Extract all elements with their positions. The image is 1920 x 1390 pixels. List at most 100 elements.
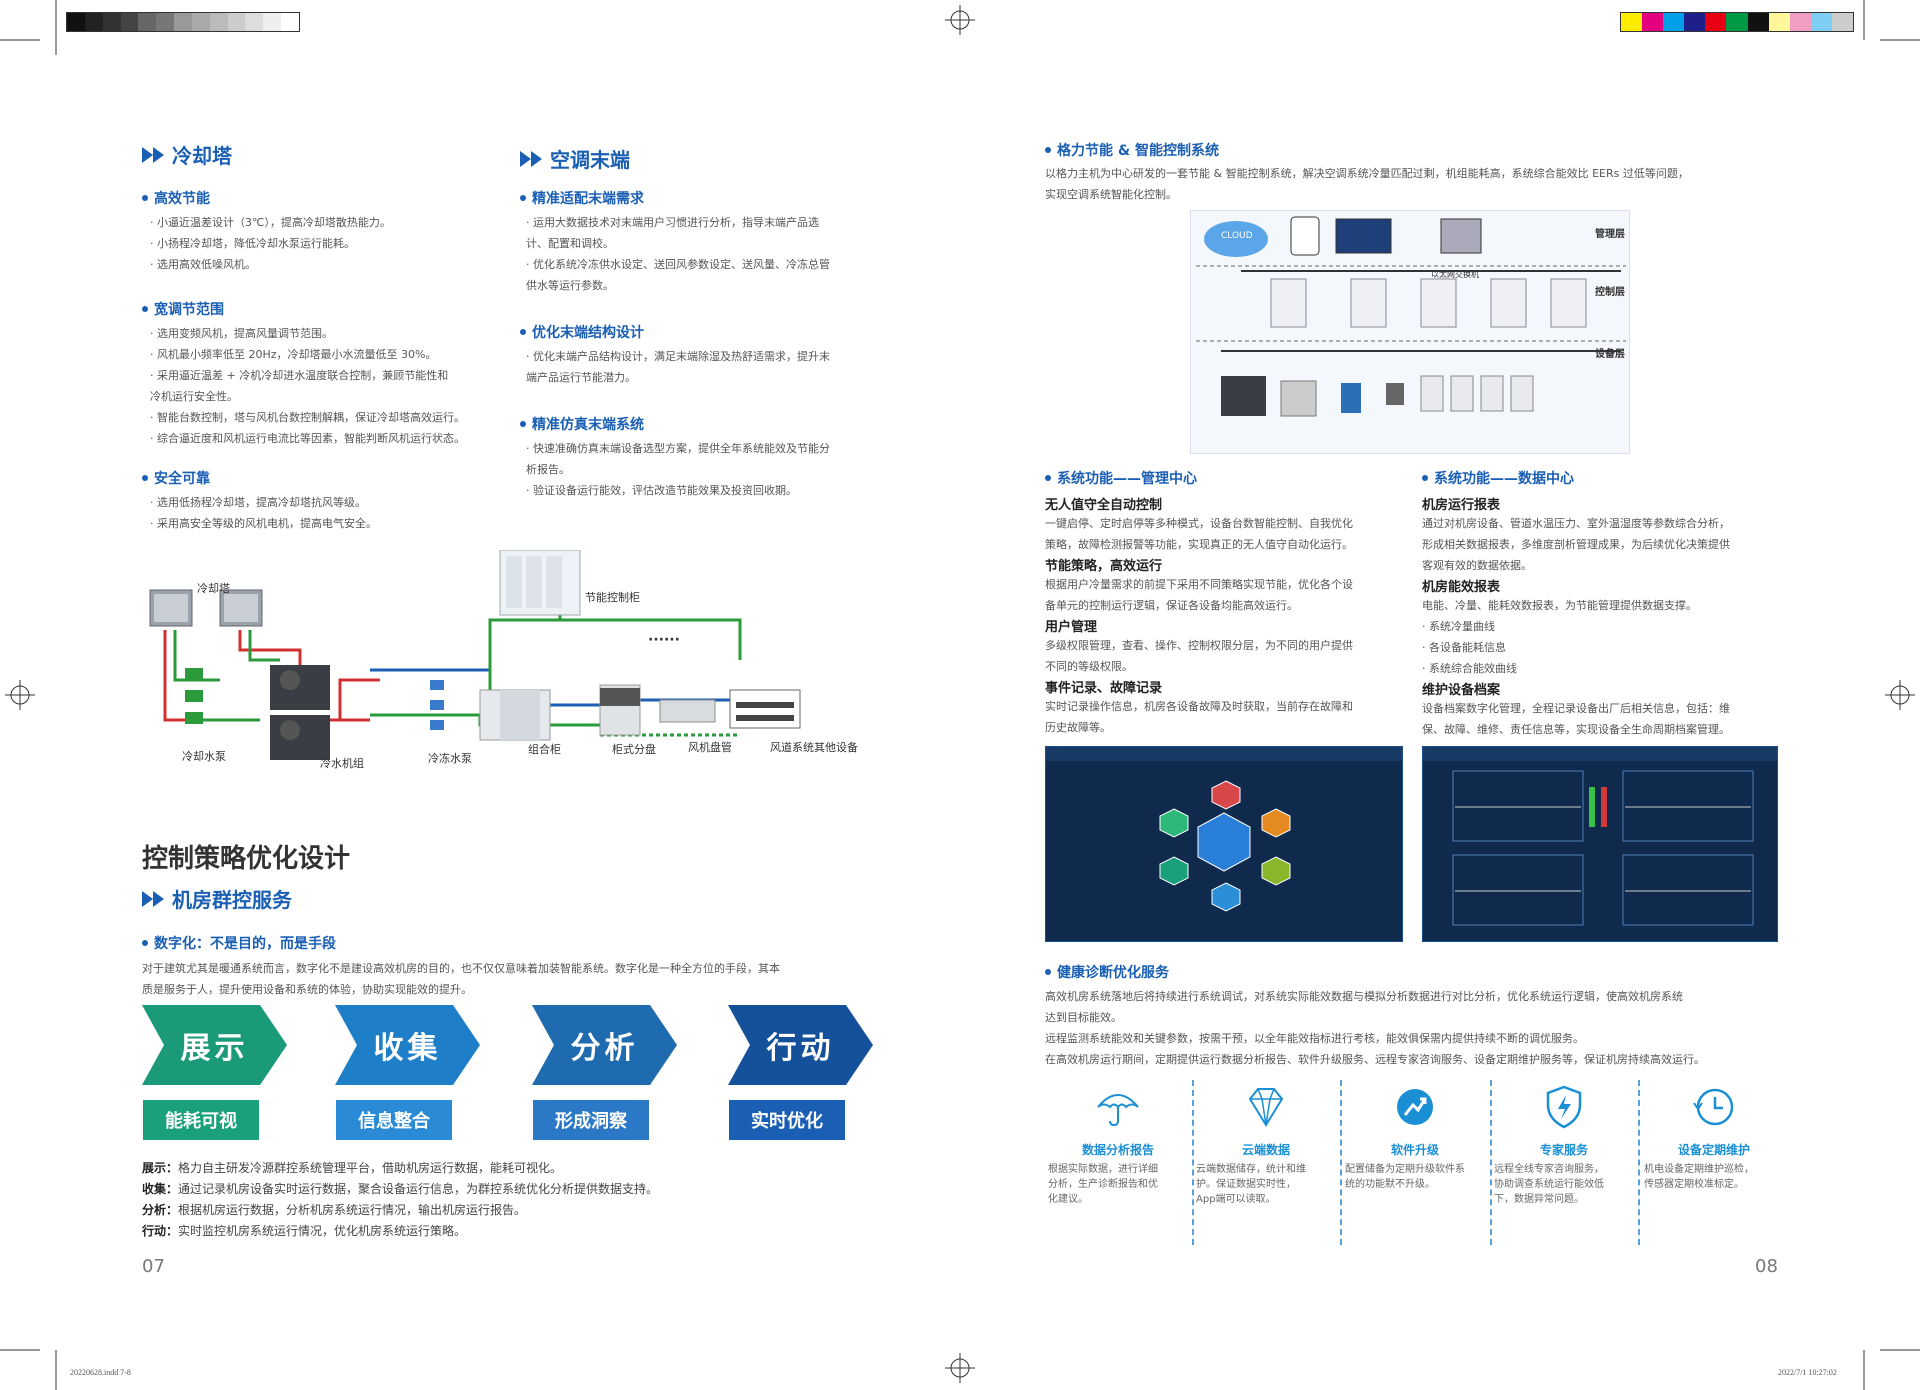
mgmt-item-title: 事件记录、故障记录 xyxy=(1045,681,1163,696)
page-number-right: 08 xyxy=(1755,1256,1778,1277)
subheading-safety: 安全可靠 xyxy=(142,468,210,488)
subheading-structure: 优化末端结构设计 xyxy=(520,322,644,342)
divider xyxy=(1638,1080,1640,1245)
mgmt-item-title: 无人值守全自动控制 xyxy=(1045,498,1163,513)
tag-insight: 形成洞察 xyxy=(533,1100,649,1140)
data-item-title: 机房运行报表 xyxy=(1422,498,1501,513)
mgmt-item-text: 实时记录操作信息，机房各设备故障及时获取，当前存在故障和历史故障等。 xyxy=(1045,700,1353,734)
label-tower: 冷却塔 xyxy=(197,582,230,595)
subheading-efficiency: 高效节能 xyxy=(142,188,210,208)
flow-step-analyze: 分析 xyxy=(532,1005,677,1085)
list-precise: · 运用大数据技术对末端用户习惯进行分析，指导末端产品选计、配置和调校。· 优化… xyxy=(526,216,830,292)
page-number-left: 07 xyxy=(142,1256,165,1277)
data-item-title: 机房能效报表 xyxy=(1422,580,1501,595)
label-chw-pump: 冷冻水泵 xyxy=(428,752,472,765)
tag-realtime: 实时优化 xyxy=(729,1100,845,1140)
upgrade-icon xyxy=(1397,1089,1433,1125)
def-collect: 收集：通过记录机房设备实时运行数据，聚合设备运行信息，为群控系统优化分析提供数据… xyxy=(142,1182,659,1196)
data-item-title: 维护设备档案 xyxy=(1422,683,1501,698)
label-chiller: 冷水机组 xyxy=(320,757,364,770)
cloud-label: CLOUD xyxy=(1221,231,1253,241)
chiller-units xyxy=(270,665,330,760)
tag-energy-visible: 能耗可视 xyxy=(143,1100,259,1140)
layer-mgmt: 管理层 xyxy=(1595,229,1625,240)
label-ahu: 组合柜 xyxy=(528,743,561,756)
bus-label: 以太网交换机 xyxy=(1431,270,1479,279)
mgmt-item-text: 多级权限管理，查看、操作、控制权限分层，为不同的用户提供不同的等级权限。 xyxy=(1045,639,1353,673)
layer-control: 控制层 xyxy=(1595,287,1625,298)
double-arrow-icon xyxy=(142,146,164,163)
service-data-report: 数据分析报告 根据实际数据，进行详细分析，生产诊断报告和优化建议。 xyxy=(1048,1085,1188,1207)
strategy-title: 控制策略优化设计 xyxy=(142,844,351,874)
label-cabinet: 节能控制柜 xyxy=(585,591,640,604)
mgmt-item-title: 用户管理 xyxy=(1045,620,1098,635)
data-center-screenshot xyxy=(1422,746,1778,942)
subheading-range: 宽调节范围 xyxy=(142,299,224,319)
mgmt-center-screenshot xyxy=(1045,746,1403,942)
pump-units xyxy=(185,668,444,730)
color-bar-cmyk xyxy=(1620,12,1854,32)
double-arrow-icon xyxy=(142,890,164,907)
service-software-upgrade: 软件升级 配置储备为定期升级软件系统的功能默不升级。 xyxy=(1345,1085,1485,1192)
umbrella-icon xyxy=(1097,1094,1139,1127)
shield-icon xyxy=(1546,1085,1582,1129)
health-heading: 健康诊断优化服务 xyxy=(1045,962,1169,982)
list-simulation: · 快速准确仿真末端设备选型方案，提供全年系统能效及节能分析报告。· 验证设备运… xyxy=(526,442,830,497)
label-split: 柜式分盘 xyxy=(612,743,656,756)
color-bar-gray xyxy=(66,12,300,32)
tag-info-integration: 信息整合 xyxy=(336,1100,452,1140)
double-arrow-icon xyxy=(520,150,542,167)
footer-date: 2022/7/1 10:27:02 xyxy=(1778,1368,1837,1377)
data-item-text: 电能、冷量、能耗效数报表，为节能管理提供数据支撑。· 系统冷量曲线· 各设备能耗… xyxy=(1422,599,1697,675)
flow-step-display: 展示 xyxy=(142,1005,287,1085)
diamond-icon xyxy=(1248,1088,1284,1127)
footer-file: 20220628.indd 7-8 xyxy=(70,1368,131,1377)
mgmt-item-text: 根据用户冷量需求的前提下采用不同策略实现节能，优化各个设备单元的控制运行逻辑，保… xyxy=(1045,578,1353,612)
label-cool-pump: 冷却水泵 xyxy=(182,750,226,763)
architecture-diagram: CLOUD 以太网交换机 管理层 控制层 设备层 xyxy=(1190,210,1630,454)
divider xyxy=(1490,1080,1492,1245)
label-dots: ······ xyxy=(648,632,680,648)
layer-device: 设备层 xyxy=(1595,349,1625,360)
list-efficiency: · 小逼近温差设计（3℃），提高冷却塔散热能力。· 小扬程冷却塔，降低冷却水泵运… xyxy=(150,216,391,271)
gree-system-heading: 格力节能 & 智能控制系统 xyxy=(1045,140,1219,160)
control-cabinet xyxy=(499,550,581,616)
def-display: 展示：格力自主研发冷源群控系统管理平台，借助机房运行数据，能耗可视化。 xyxy=(142,1161,563,1175)
label-fcu: 风机盘管 xyxy=(688,741,732,754)
ac-terminal-heading: 空调末端 xyxy=(520,144,630,173)
digital-text: 对于建筑尤其是暖通系统而言，数字化不是建设高效机房的目的，也不仅仅意味着加装智能… xyxy=(142,962,780,996)
mgmt-center-heading: 系统功能——管理中心 xyxy=(1045,468,1197,488)
mgmt-center-content: 无人值守全自动控制 一键启停、定时启停等多种模式，设备台数智能控制、自我优化策略… xyxy=(1045,494,1405,738)
list-structure: · 优化末端产品结构设计，满足末端除湿及热舒适需求，提升末端产品运行节能潜力。 xyxy=(526,350,830,384)
data-item-text: 通过对机房设备、管道水温压力、室外温湿度等参数综合分析，形成相关数据报表，多维度… xyxy=(1422,517,1730,572)
data-item-text: 设备档案数字化管理，全程记录设备出厂后相关信息，包括：维保、故障、维修、责任信息… xyxy=(1422,702,1730,736)
hvac-system-diagram xyxy=(149,550,801,760)
service-expert: 专家服务 远程全线专家咨询服务，协助调查系统运行能效低下，数据异常问题。 xyxy=(1494,1085,1634,1207)
label-other: 风道系统其他设备 xyxy=(770,741,858,754)
subheading-simulation: 精准仿真末端系统 xyxy=(520,414,644,434)
mgmt-item-text: 一键启停、定时启停等多种模式，设备台数智能控制、自我优化策略，故障检测报警等功能… xyxy=(1045,517,1353,551)
health-text: 高效机房系统落地后将持续进行系统调试，对系统实际能效数据与模拟分析数据进行对比分… xyxy=(1045,990,1705,1066)
terminal-units xyxy=(479,684,801,741)
gree-system-text: 以格力主机为中心研发的一套节能 & 智能控制系统，解决空调系统冷量匹配过剩，机组… xyxy=(1045,167,1689,201)
cooling-tower-heading: 冷却塔 xyxy=(142,140,232,169)
divider xyxy=(1192,1080,1194,1245)
service-cloud-data: 云端数据 云端数据储存，统计和维护。保证数据实时性，App端可以读取。 xyxy=(1196,1085,1336,1207)
service-maintenance: 设备定期维护 机电设备定期维护巡检，传感器定期校准标定。 xyxy=(1644,1085,1784,1192)
mgmt-item-title: 节能策略，高效运行 xyxy=(1045,559,1163,574)
subheading-precise: 精准适配末端需求 xyxy=(520,188,644,208)
divider xyxy=(1340,1080,1342,1245)
def-act: 行动：实时监控机房系统运行情况，优化机房系统运行策略。 xyxy=(142,1224,467,1238)
flow-step-collect: 收集 xyxy=(335,1005,480,1085)
cooling-tower-units xyxy=(149,589,263,627)
list-range: · 选用变频风机，提高风量调节范围。· 风机最小频率低至 20Hz，冷却塔最小水… xyxy=(150,327,465,445)
list-safety: · 选用低扬程冷却塔，提高冷却塔抗风等级。· 采用高安全等级的风机电机，提高电气… xyxy=(150,496,377,530)
clock-icon xyxy=(1693,1088,1734,1126)
def-analyze: 分析：根据机房运行数据，分析机房系统运行情况，输出机房运行报告。 xyxy=(142,1203,527,1217)
data-center-content: 机房运行报表 通过对机房设备、管道水温压力、室外温湿度等参数综合分析，形成相关数… xyxy=(1422,494,1782,740)
flow-step-act: 行动 xyxy=(728,1005,873,1085)
data-center-heading: 系统功能——数据中心 xyxy=(1422,468,1574,488)
subheading-digital: 数字化：不是目的，而是手段 xyxy=(142,933,336,953)
service-heading: 机房群控服务 xyxy=(142,884,292,913)
